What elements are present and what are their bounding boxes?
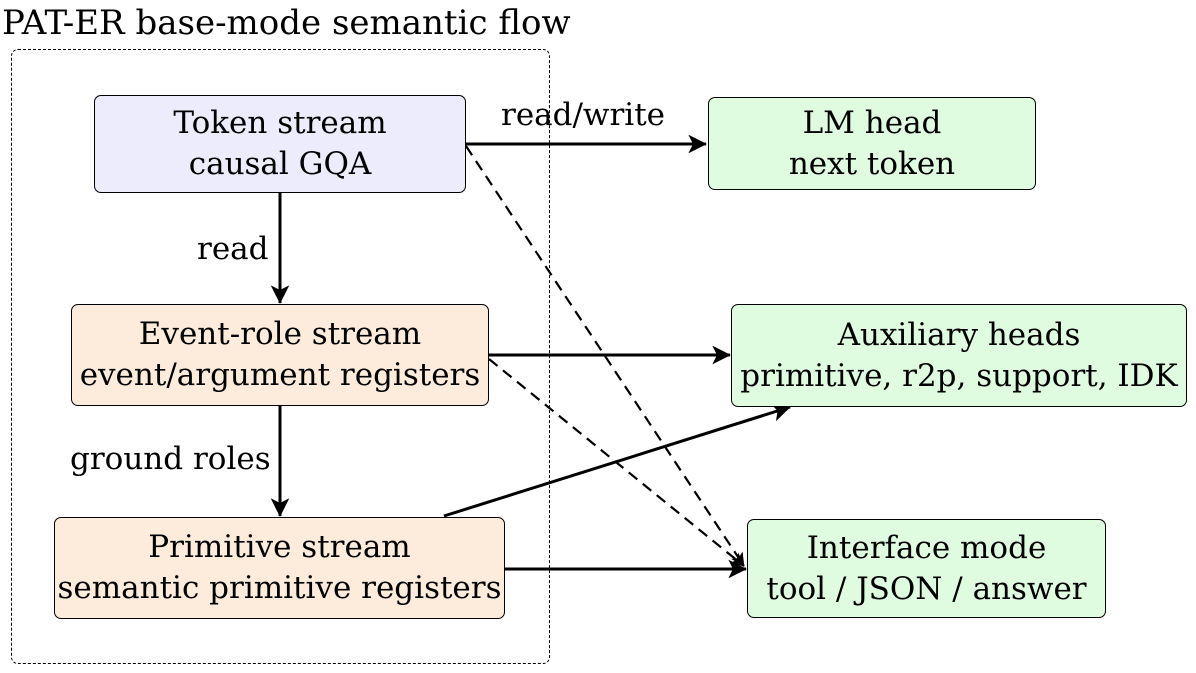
event-role-stream-subtitle: event/argument registers	[79, 357, 481, 393]
token-stream-node: Token stream causal GQA	[94, 95, 466, 193]
base-mode-group-frame	[11, 49, 550, 664]
diagram-title: PAT-ER base-mode semantic flow	[2, 3, 571, 43]
primitive-stream-subtitle: semantic primitive registers	[57, 570, 502, 606]
lm-head-node: LM head next token	[708, 97, 1036, 190]
primitive-stream-node: Primitive stream semantic primitive regi…	[54, 517, 505, 619]
auxiliary-heads-title: Auxiliary heads	[837, 316, 1081, 353]
lm-head-subtitle: next token	[788, 145, 956, 182]
lm-head-title: LM head	[802, 104, 942, 141]
interface-mode-node: Interface mode tool / JSON / answer	[747, 519, 1106, 618]
edge-label-ground-roles: ground roles	[70, 441, 271, 477]
dashed-arrow-event-role-to-interface	[488, 358, 745, 567]
interface-mode-subtitle: tool / JSON / answer	[766, 570, 1087, 607]
edge-label-read-write: read/write	[501, 97, 666, 133]
event-role-stream-title: Event-role stream	[138, 316, 422, 352]
token-stream-subtitle: causal GQA	[188, 146, 372, 182]
edge-label-read: read	[197, 231, 269, 267]
auxiliary-heads-subtitle: primitive, r2p, support, IDK	[740, 357, 1178, 394]
event-role-stream-node: Event-role stream event/argument registe…	[71, 304, 489, 406]
auxiliary-heads-node: Auxiliary heads primitive, r2p, support,…	[731, 304, 1187, 407]
interface-mode-title: Interface mode	[806, 529, 1047, 566]
primitive-stream-title: Primitive stream	[148, 529, 411, 565]
token-stream-title: Token stream	[173, 105, 387, 141]
dashed-arrow-token-to-interface	[465, 145, 745, 567]
